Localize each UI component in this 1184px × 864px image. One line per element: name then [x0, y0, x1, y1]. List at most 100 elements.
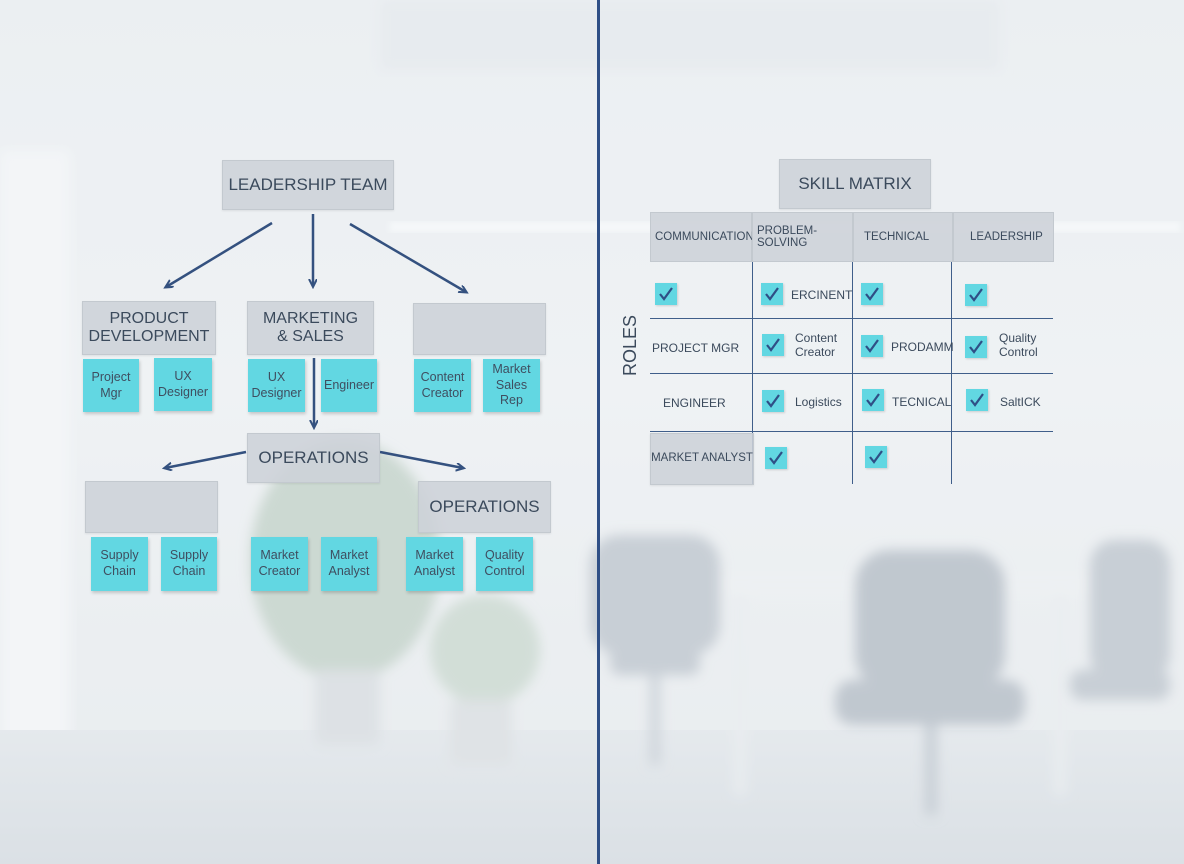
column-header-communication: COMMUNICATION: [650, 212, 754, 262]
blank-box-left: [85, 481, 218, 533]
note-line2: Chain: [103, 564, 136, 578]
leadership-team-box: LEADERSHIP TEAM: [222, 160, 394, 210]
cell-text: Logistics: [795, 395, 842, 409]
check-cell: [655, 283, 677, 305]
note-line2: Creator: [421, 385, 464, 400]
note-line2: Mgr: [100, 385, 122, 400]
row-label: MARKET ANALYST: [651, 452, 753, 465]
note-line2: Creator: [258, 564, 301, 578]
grid-line: [852, 262, 853, 484]
checkmark-icon: [869, 450, 883, 464]
checkmark-icon: [970, 393, 984, 407]
column-header-label: LEADERSHIP: [970, 231, 1043, 243]
window: [0, 150, 70, 750]
cell-text: ERCINENT: [791, 288, 853, 302]
office-chairs: [590, 535, 1170, 815]
check-cell: [965, 284, 987, 306]
cell-text: Content Creator: [795, 331, 838, 360]
skill-matrix-title: SKILL MATRIX: [798, 174, 912, 194]
skill-matrix-title-box: SKILL MATRIX: [779, 159, 931, 209]
row-label: PROJECT MGR: [652, 341, 740, 355]
note-line2: Chain: [172, 564, 206, 578]
check-cell: [861, 335, 883, 357]
cell-text: Quality Control: [999, 331, 1038, 360]
check-cell: [865, 446, 887, 468]
check-cell: [965, 336, 987, 358]
checkmark-icon: [769, 451, 783, 465]
note-line1: Supply: [169, 548, 209, 563]
column-header-label: PROBLEM-SOLVING: [757, 225, 818, 249]
note-line2: Sales Rep: [495, 377, 528, 408]
check-cell: [861, 283, 883, 305]
note-line1: UX: [267, 369, 286, 384]
checkmark-icon: [969, 288, 983, 302]
org-chart-connectors: [0, 214, 598, 864]
note-line1: Project: [91, 369, 131, 384]
operations-box-right: OPERATIONS: [418, 481, 551, 533]
note-line2: Control: [484, 564, 525, 578]
leadership-team-label: LEADERSHIP TEAM: [228, 175, 388, 195]
cell-text: SaltICK: [1000, 395, 1041, 409]
column-header-label: TECHNICAL: [864, 231, 930, 243]
note-line2: Designer: [251, 385, 302, 400]
operations-label: OPERATIONS: [258, 448, 369, 468]
row-label-box: MARKET ANALYST: [650, 433, 754, 485]
roles-axis-label: ROLES: [620, 314, 640, 376]
arrow-ops-right: [379, 450, 463, 468]
ceiling-panel: [380, 0, 1000, 70]
check-cell: [762, 390, 784, 412]
checkmark-icon: [969, 340, 983, 354]
note-line1: Market: [492, 362, 531, 377]
grid-line: [650, 431, 1053, 432]
grid-line: [951, 262, 952, 484]
note-line2: Designer: [157, 384, 209, 399]
note-line1: Market: [415, 548, 454, 563]
dept-label-line2: & SALES: [277, 328, 344, 345]
column-header-problem-solving: PROBLEM-SOLVING: [752, 212, 853, 262]
arrow-to-product: [166, 221, 273, 287]
cell-text: TECNICAL: [892, 395, 952, 409]
note-line1: Supply: [100, 548, 139, 563]
dept-box-blank: [413, 303, 546, 355]
note-line1: UX: [174, 368, 192, 383]
check-cell: [761, 283, 783, 305]
grid-line: [650, 318, 1053, 319]
arrow-ops-left: [165, 450, 247, 468]
note-line2: Analyst: [414, 564, 455, 578]
operations-label: OPERATIONS: [429, 497, 540, 517]
cell-text: PRODAMM: [891, 340, 954, 354]
dept-label-line1: MARKETING: [262, 309, 359, 327]
check-cell: [765, 447, 787, 469]
checkmark-icon: [659, 287, 673, 301]
column-header-leadership: LEADERSHIP: [953, 212, 1054, 262]
column-header-label: COMMUNICATION: [655, 231, 754, 243]
floor: [0, 730, 1184, 864]
checkmark-icon: [866, 393, 880, 407]
dept-label-line1: PRODUCT: [109, 309, 189, 327]
row-label: ENGINEER: [663, 396, 726, 410]
note-line1: Market: [260, 548, 299, 563]
note-line1: Market: [329, 548, 369, 563]
arrow-to-right-dept: [349, 222, 466, 292]
dept-label-line2: DEVELOPMENT: [88, 328, 210, 345]
glass-divider: [597, 0, 600, 864]
checkmark-icon: [865, 287, 879, 301]
sticky-note: Engineer: [321, 359, 377, 412]
checkmark-icon: [766, 338, 780, 352]
checkmark-icon: [865, 339, 879, 353]
column-header-technical: TECHNICAL: [853, 212, 953, 262]
check-cell: [762, 334, 784, 356]
